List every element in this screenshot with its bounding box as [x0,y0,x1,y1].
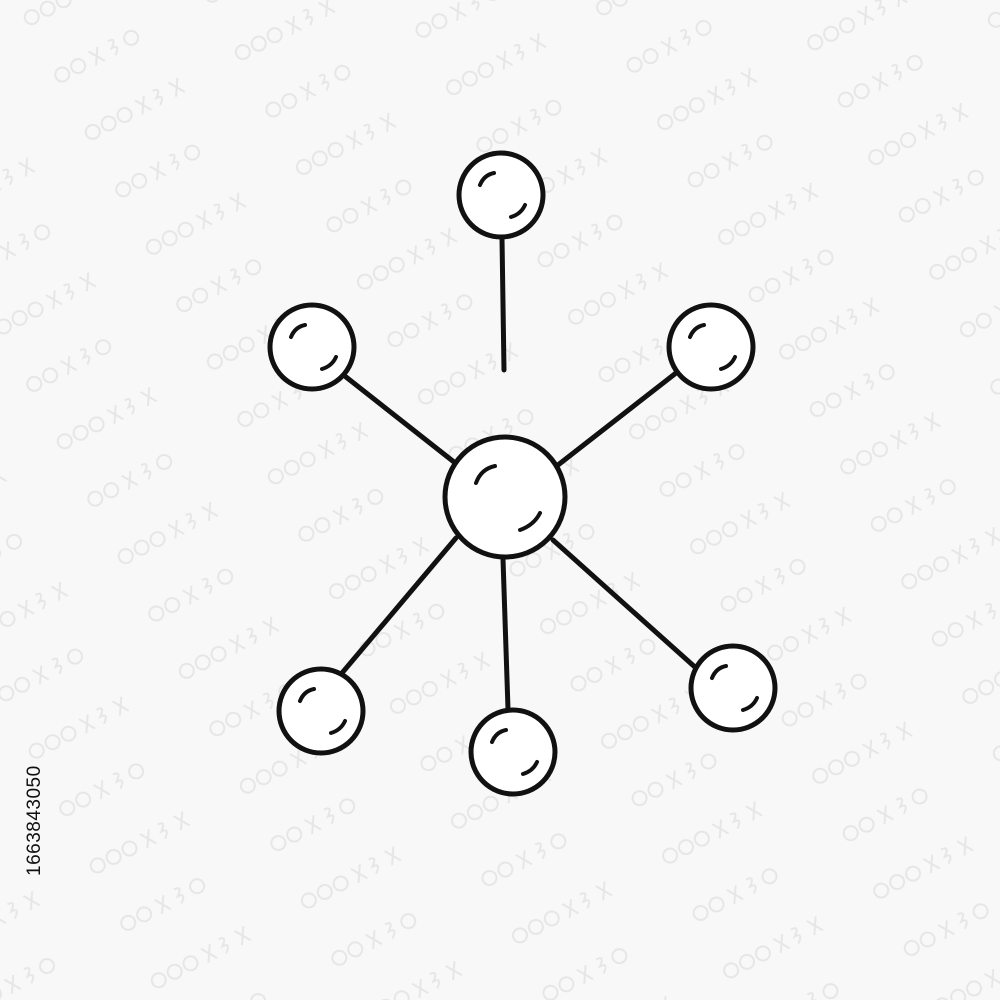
connector-lower-left [339,535,459,676]
node-upper-left [267,302,357,392]
stock-image-id: 1663843050 [24,765,45,876]
node-highlight [521,760,539,776]
connector-bottom [500,556,511,712]
node-highlight [518,511,542,532]
node-highlight [474,464,497,485]
node-highlight [320,355,338,371]
node-lower-left [276,666,366,756]
node-hub [442,434,568,560]
node-highlight [509,203,527,219]
connector-top [499,235,507,373]
node-highlight [329,719,347,735]
node-highlight [688,323,706,339]
node-highlight [710,664,728,680]
node-highlight [719,355,737,371]
node-highlight [741,696,759,712]
node-lower-right [688,643,778,733]
node-highlight [298,687,316,703]
connector-lower-right [550,537,699,671]
node-highlight [490,728,508,744]
node-top [456,150,546,240]
node-bottom [468,707,558,797]
node-highlight [478,171,496,187]
node-highlight [289,323,307,339]
node-upper-right [666,302,756,392]
connector-upper-left [343,374,457,465]
connector-upper-right [555,370,679,468]
